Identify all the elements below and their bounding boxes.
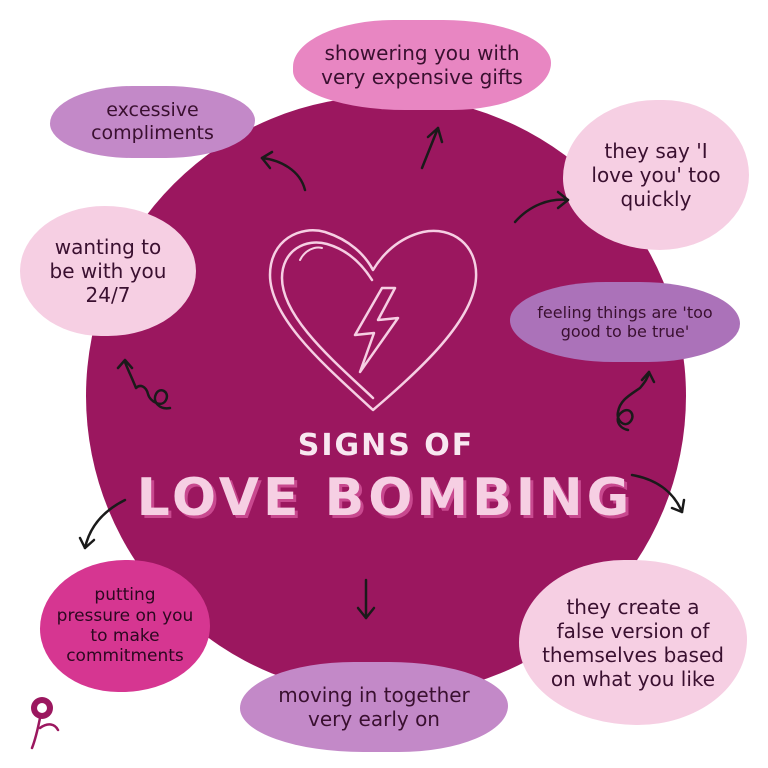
- sign-too-good-to-be-true: feeling things are 'too good to be true': [510, 282, 740, 362]
- flower-logo-icon: [30, 697, 60, 750]
- arrow-icon: [78, 126, 686, 620]
- title-love-bombing: LOVE BOMBING: [136, 468, 634, 528]
- title-signs-of: SIGNS OF: [297, 428, 475, 463]
- sign-expensive-gifts: showering you with very expensive gifts: [293, 20, 551, 110]
- sign-pressure-commitments: putting pressure on you to make commitme…: [40, 560, 210, 692]
- sign-false-version: they create a false version of themselve…: [519, 560, 747, 725]
- sign-moving-in-early: moving in together very early on: [240, 662, 508, 752]
- heart-with-lightning-icon: [268, 229, 478, 412]
- sign-love-you-too-quickly: they say 'I love you' too quickly: [563, 100, 749, 250]
- squiggle-icon: [116, 358, 656, 432]
- sign-wanting-to-be-with-you: wanting to be with you 24/7: [20, 206, 196, 336]
- sign-excessive-compliments: excessive compliments: [50, 86, 255, 158]
